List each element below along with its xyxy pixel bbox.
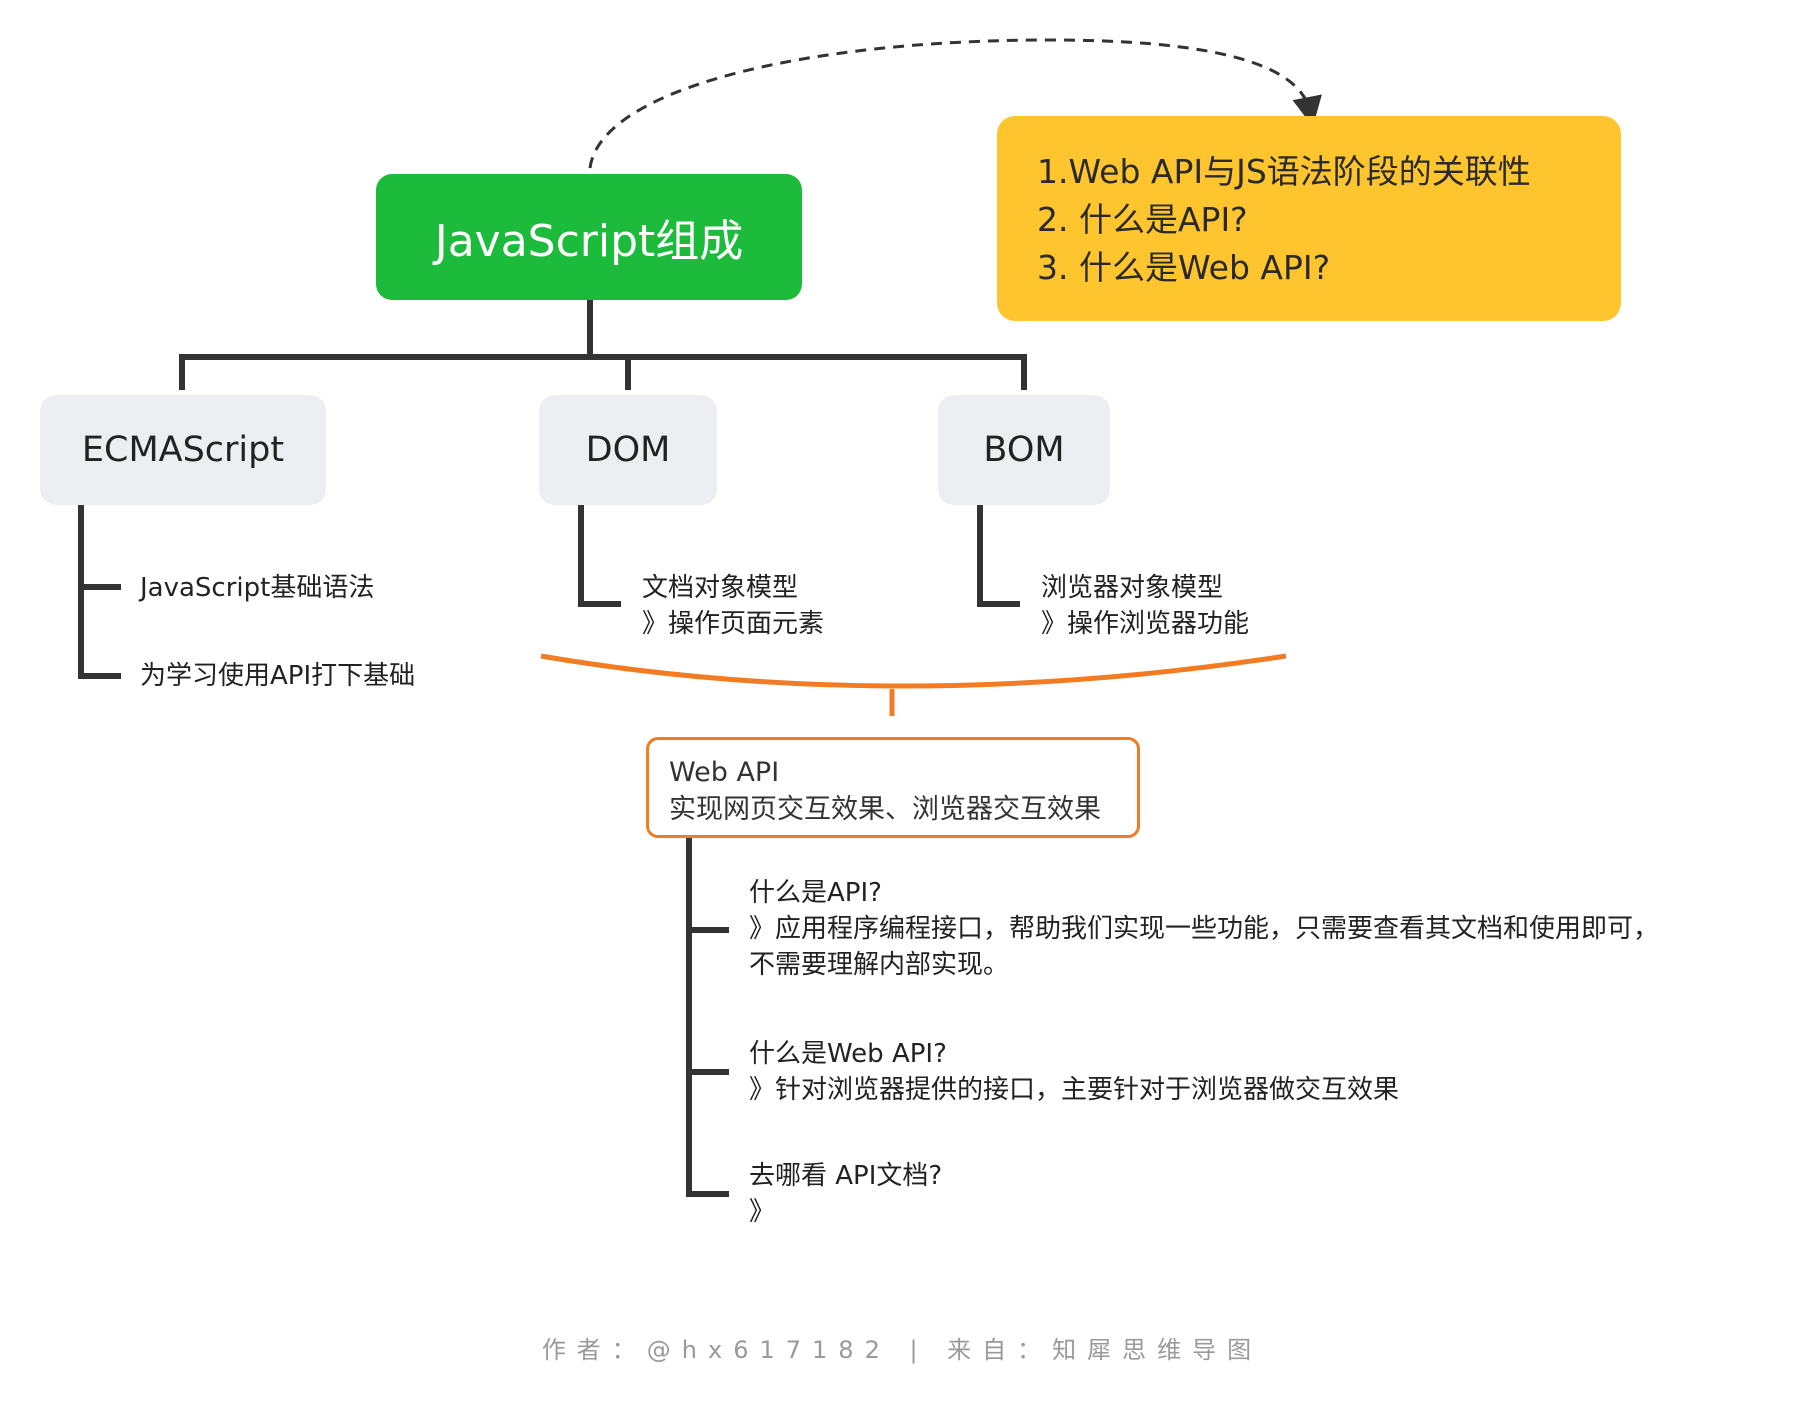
webapi-item-line: 什么是Web API? — [749, 1039, 947, 1069]
ecma-item[interactable]: 为学习使用API打下基础 — [140, 661, 416, 691]
footer-credit: 作者：@hx617182 | 来自：知犀思维导图 — [541, 1336, 1263, 1364]
webapi-item[interactable]: 什么是Web API? 》针对浏览器提供的接口，主要针对于浏览器做交互效果 — [749, 1036, 1399, 1108]
brace — [540, 653, 1287, 689]
root-connector — [179, 300, 1027, 390]
dashed-arrow — [588, 38, 1322, 169]
branch-ecmascript[interactable]: ECMAScript — [40, 395, 326, 505]
dom-connector — [578, 505, 621, 607]
branch-label: ECMAScript — [81, 430, 285, 470]
ecma-connector — [78, 505, 121, 679]
root-node[interactable]: JavaScript组成 — [376, 174, 802, 300]
webapi-item-line: 》应用程序编程接口，帮助我们实现一些功能，只需要查看其文档和使用即可， — [749, 914, 1660, 944]
dom-item[interactable]: 文档对象模型 》操作页面元素 — [642, 570, 824, 642]
branch-label: BOM — [983, 430, 1065, 470]
bom-connector — [977, 505, 1020, 607]
webapi-item-line: 什么是API? — [749, 878, 882, 908]
webapi-item[interactable]: 去哪看 API文档? 》 — [749, 1158, 942, 1230]
ecma-item[interactable]: JavaScript基础语法 — [140, 573, 375, 603]
webapi-item-line: 不需要理解内部实现。 — [749, 950, 1010, 980]
note-box[interactable]: 1.Web API与JS语法阶段的关联性 2. 什么是API? 3. 什么是We… — [997, 116, 1621, 321]
bom-item[interactable]: 浏览器对象模型 》操作浏览器功能 — [1041, 570, 1249, 642]
webapi-node[interactable]: Web API 实现网页交互效果、浏览器交互效果 — [646, 737, 1140, 838]
root-label: JavaScript组成 — [434, 216, 744, 267]
dom-item-line: 文档对象模型 — [642, 573, 799, 603]
webapi-item[interactable]: 什么是API? 》应用程序编程接口，帮助我们实现一些功能，只需要查看其文档和使用… — [749, 875, 1659, 983]
note-line: 2. 什么是API? — [1037, 200, 1248, 239]
webapi-item-line: 去哪看 API文档? — [749, 1161, 943, 1191]
dom-item-line: 》操作页面元素 — [642, 609, 825, 639]
webapi-subtitle: 实现网页交互效果、浏览器交互效果 — [669, 794, 1101, 825]
note-line: 1.Web API与JS语法阶段的关联性 — [1037, 152, 1531, 191]
branch-bom[interactable]: BOM — [938, 395, 1110, 505]
note-line: 3. 什么是Web API? — [1037, 248, 1331, 287]
webapi-connector — [686, 838, 729, 1197]
branch-label: DOM — [585, 430, 671, 470]
branch-dom[interactable]: DOM — [539, 395, 717, 505]
webapi-item-line: 》 — [749, 1197, 776, 1227]
webapi-title: Web API — [669, 757, 780, 788]
webapi-item-line: 》针对浏览器提供的接口，主要针对于浏览器做交互效果 — [749, 1075, 1400, 1105]
bom-item-line: 浏览器对象模型 — [1041, 573, 1224, 603]
bom-item-line: 》操作浏览器功能 — [1041, 609, 1250, 639]
